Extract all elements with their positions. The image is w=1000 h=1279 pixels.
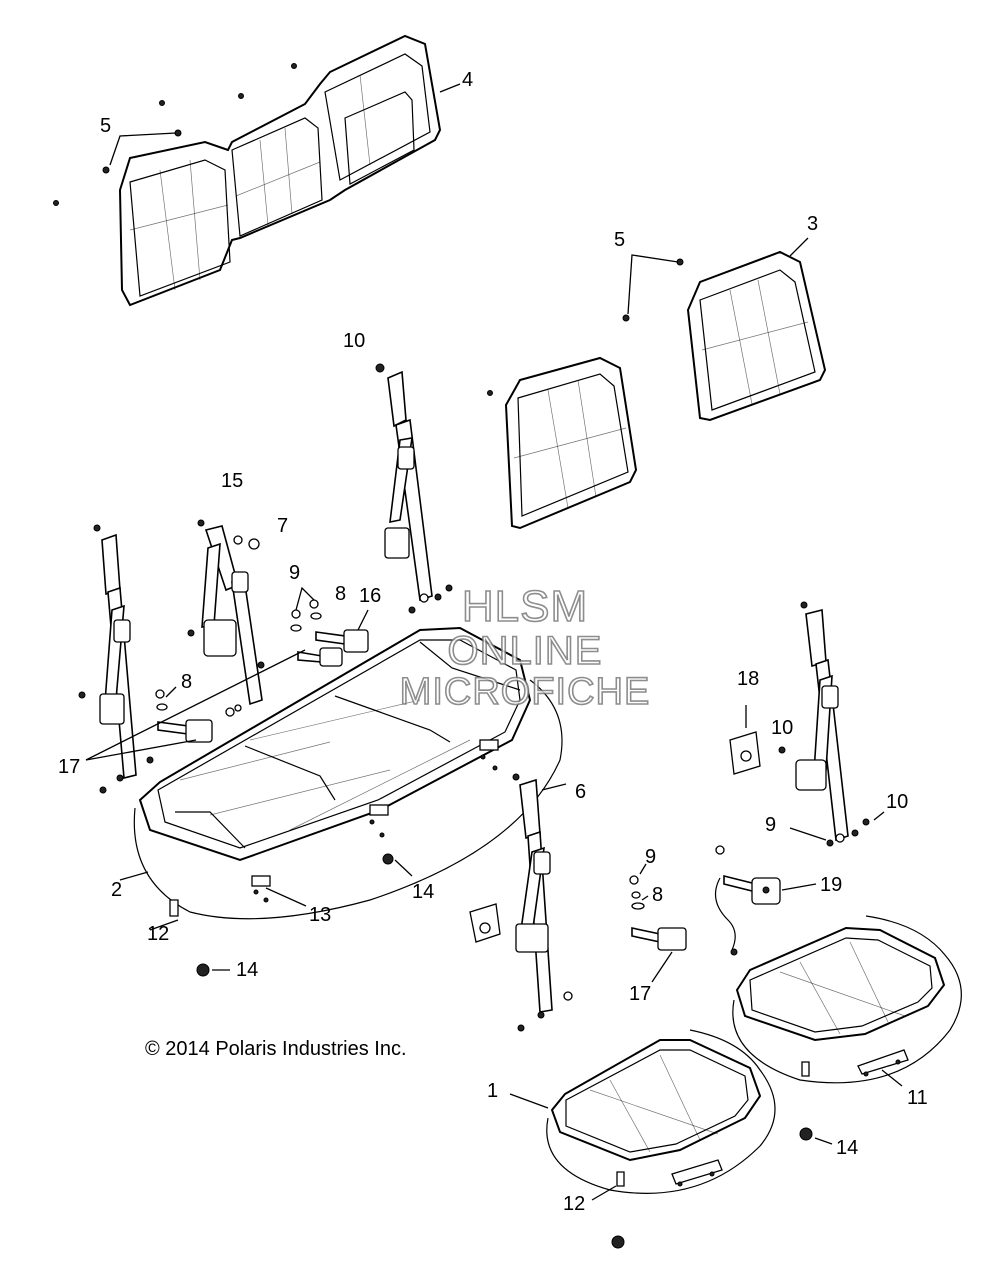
rear-seat-back-part-4 [118,34,461,307]
nut-part-14-lower-left [196,963,230,977]
screws-part-5-rear [53,63,297,206]
callout-12: 12 [147,923,170,945]
callout-8: 8 [652,884,664,906]
bench-seat-cushion-part-2 [119,626,563,931]
callout-10: 10 [771,717,794,739]
screws-part-5-front [622,254,684,322]
hardware-cluster-9-8-16 [290,586,369,667]
callout-1: 1 [487,1080,499,1102]
callout-14: 14 [236,959,259,981]
copyright-notice: © 2014 Polaris Industries Inc. [145,1038,407,1060]
callout-18: 18 [737,668,760,690]
callout-19: 19 [820,874,843,896]
watermark-line-3: MICROFICHE [399,671,651,713]
callout-2: 2 [111,879,123,901]
watermark-line-1: HLSM [461,582,589,631]
seat-belt-center [375,363,453,614]
callout-13: 13 [309,904,332,926]
callout-17: 17 [629,983,652,1005]
callout-5: 5 [614,229,626,251]
bucket-seat-back-center [487,356,638,530]
seat-belt-part-15 [187,519,265,717]
bucket-seat-cushion-right [732,915,962,1145]
callout-5: 5 [100,115,112,137]
callout-9: 9 [645,846,657,868]
watermark-line-2: ONLINE [447,629,603,673]
seat-belt-right [778,601,885,847]
callout-9: 9 [765,814,777,836]
callout-15: 15 [221,470,244,492]
callout-12: 12 [563,1193,586,1215]
buckle-sensor-part-19 [714,845,817,956]
hardware-8-left [155,686,177,711]
callout-16: 16 [359,585,382,607]
bucket-seat-cushion-part-1 [509,1029,776,1249]
buckle-part-17-left [85,649,306,761]
callout-3: 3 [807,213,819,235]
callout-9: 9 [289,562,301,584]
callout-7: 7 [277,515,289,537]
callout-8: 8 [335,583,347,605]
bucket-seat-back-part-3 [686,237,827,422]
callout-11: 11 [907,1087,928,1109]
callout-14: 14 [412,881,435,903]
callout-14: 14 [836,1137,859,1159]
callout-10: 10 [886,791,909,813]
bracket-part-18 [729,705,761,775]
hardware-cluster-9-8-17 [629,863,687,983]
callout-17: 17 [58,756,81,778]
seat-belt-part-6 [469,773,573,1032]
callout-6: 6 [575,781,587,803]
callout-4: 4 [462,69,474,91]
callout-8: 8 [181,671,193,693]
seat-belt-left [78,524,154,794]
watermark: HLSM ONLINE MICROFICHE [340,582,710,713]
callout-10: 10 [343,330,366,352]
